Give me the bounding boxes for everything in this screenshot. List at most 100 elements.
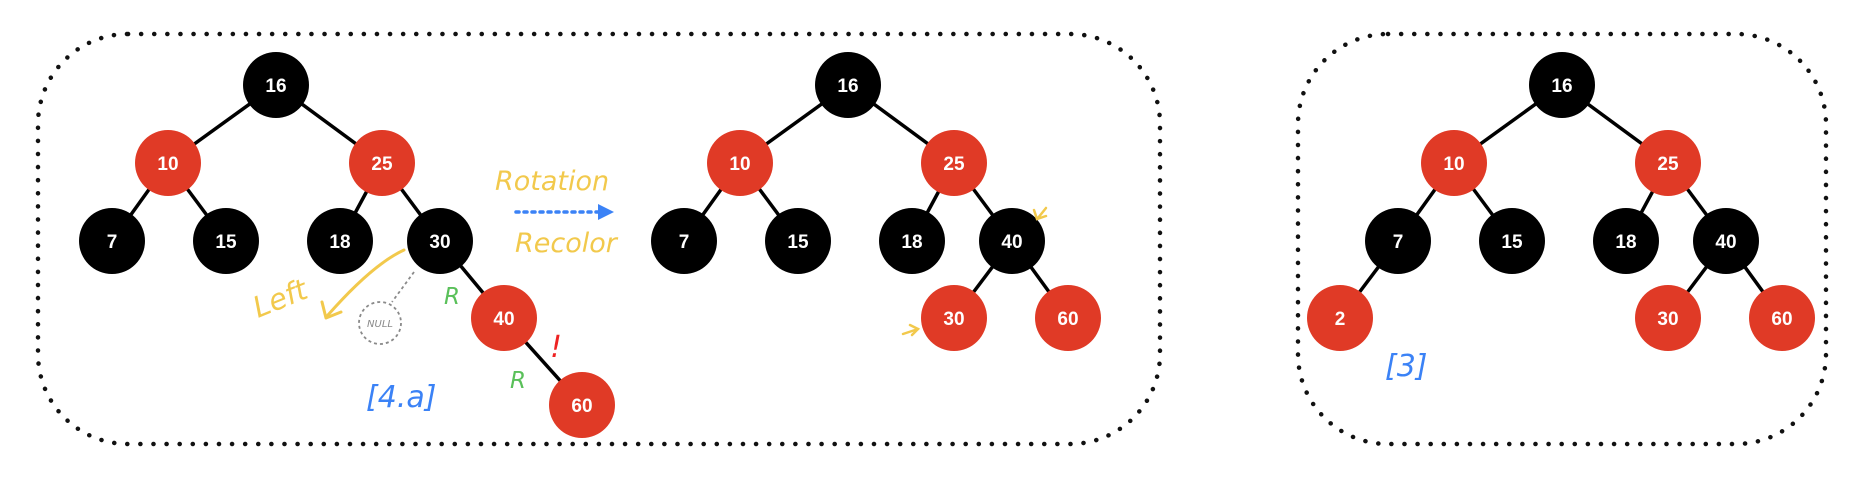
tree-node-next-7: 7 — [1365, 208, 1431, 274]
node-label: 25 — [371, 154, 393, 175]
node-circle — [1749, 285, 1815, 351]
rotation-label: Rotation — [495, 166, 609, 197]
tree-node-before-40: 40 — [471, 285, 537, 351]
tree-node-after-40: 40 — [979, 208, 1045, 274]
node-circle — [193, 208, 259, 274]
node-circle — [1479, 208, 1545, 274]
node-circle — [979, 208, 1045, 274]
case-4a-label: [4.a] — [366, 380, 436, 415]
node-circle — [1365, 208, 1431, 274]
node-circle — [79, 208, 145, 274]
node-label: 16 — [265, 76, 286, 97]
tree-node-before-18: 18 — [307, 208, 373, 274]
tree-node-after-15: 15 — [765, 208, 831, 274]
node-label: 30 — [1657, 309, 1678, 330]
node-circle — [349, 130, 415, 196]
case-3-label: [3] — [1385, 349, 1428, 384]
node-label: 7 — [1393, 232, 1404, 253]
node-circle — [1421, 130, 1487, 196]
node-label: 60 — [571, 396, 592, 417]
tree-node-next-16: 16 — [1529, 52, 1595, 118]
node-label: 15 — [787, 232, 809, 253]
node-circle — [707, 130, 773, 196]
node-label: 7 — [107, 232, 118, 253]
pointer-mark-30 — [901, 323, 921, 337]
tree-node-after-25: 25 — [921, 130, 987, 196]
tree-node-after-7: 7 — [651, 208, 717, 274]
left-label: Left — [248, 272, 314, 325]
node-circle — [471, 285, 537, 351]
node-circle — [1635, 285, 1701, 351]
tree-node-next-15: 15 — [1479, 208, 1545, 274]
node-circle — [1035, 285, 1101, 351]
node-label: 15 — [215, 232, 237, 253]
node-circle — [921, 130, 987, 196]
node-label: 60 — [1057, 309, 1078, 330]
frame-left — [35, 31, 1163, 447]
tree-node-before-10: 10 — [135, 130, 201, 196]
recolor-label: Recolor — [515, 228, 619, 259]
tree-node-before-16: 16 — [243, 52, 309, 118]
node-circle — [1635, 130, 1701, 196]
node-label: 25 — [1657, 154, 1679, 175]
node-label: 10 — [729, 154, 750, 175]
node-circle — [765, 208, 831, 274]
node-label: 16 — [837, 76, 858, 97]
tree-node-next-40: 40 — [1693, 208, 1759, 274]
node-label: 40 — [1715, 232, 1736, 253]
node-label: 60 — [1771, 309, 1792, 330]
node-label: 40 — [493, 309, 514, 330]
node-circle — [549, 372, 615, 438]
tree-node-before-15: 15 — [193, 208, 259, 274]
tree-node-before-7: 7 — [79, 208, 145, 274]
node-circle — [651, 208, 717, 274]
tree-node-before-60: 60 — [549, 372, 615, 438]
null-label: NULL — [367, 319, 393, 330]
left-rotation-arrow — [320, 248, 406, 320]
tree-node-next-10: 10 — [1421, 130, 1487, 196]
frame-right — [1295, 31, 1829, 447]
nodes-layer: 16 10 25 7 15 18 30 40 60 16 10 25 7 15 18 40 30 60 16 10 25… — [79, 52, 1815, 438]
node-label: 18 — [329, 232, 350, 253]
node-circle — [407, 208, 473, 274]
tree-node-after-16: 16 — [815, 52, 881, 118]
node-circle — [307, 208, 373, 274]
node-label: 18 — [1615, 232, 1636, 253]
tree-node-next-18: 18 — [1593, 208, 1659, 274]
node-circle — [921, 285, 987, 351]
node-label: 40 — [1001, 232, 1022, 253]
tree-node-next-60: 60 — [1749, 285, 1815, 351]
tree-node-after-30: 30 — [921, 285, 987, 351]
node-label: 7 — [679, 232, 690, 253]
node-label: 2 — [1335, 309, 1346, 330]
node-circle — [1529, 52, 1595, 118]
node-label: 30 — [943, 309, 964, 330]
r-label-upper: R — [444, 284, 460, 310]
tree-node-next-30: 30 — [1635, 285, 1701, 351]
node-circle — [243, 52, 309, 118]
tree-node-after-60: 60 — [1035, 285, 1101, 351]
node-circle — [879, 208, 945, 274]
tree-node-next-25: 25 — [1635, 130, 1701, 196]
null-leaf — [358, 271, 415, 345]
node-label: 16 — [1551, 76, 1572, 97]
tree-node-before-25: 25 — [349, 130, 415, 196]
node-label: 30 — [429, 232, 450, 253]
tree-node-after-10: 10 — [707, 130, 773, 196]
tree-node-before-30: 30 — [407, 208, 473, 274]
node-label: 10 — [157, 154, 178, 175]
node-label: 15 — [1501, 232, 1523, 253]
tree-node-after-18: 18 — [879, 208, 945, 274]
node-circle — [135, 130, 201, 196]
transform-arrow — [514, 204, 614, 220]
pointer-mark-40 — [1032, 206, 1048, 221]
tree-node-next-2: 2 — [1307, 285, 1373, 351]
node-circle — [815, 52, 881, 118]
node-circle — [1693, 208, 1759, 274]
node-label: 10 — [1443, 154, 1464, 175]
node-label: 18 — [901, 232, 922, 253]
r-label-lower: R — [510, 368, 526, 394]
node-label: 25 — [943, 154, 965, 175]
